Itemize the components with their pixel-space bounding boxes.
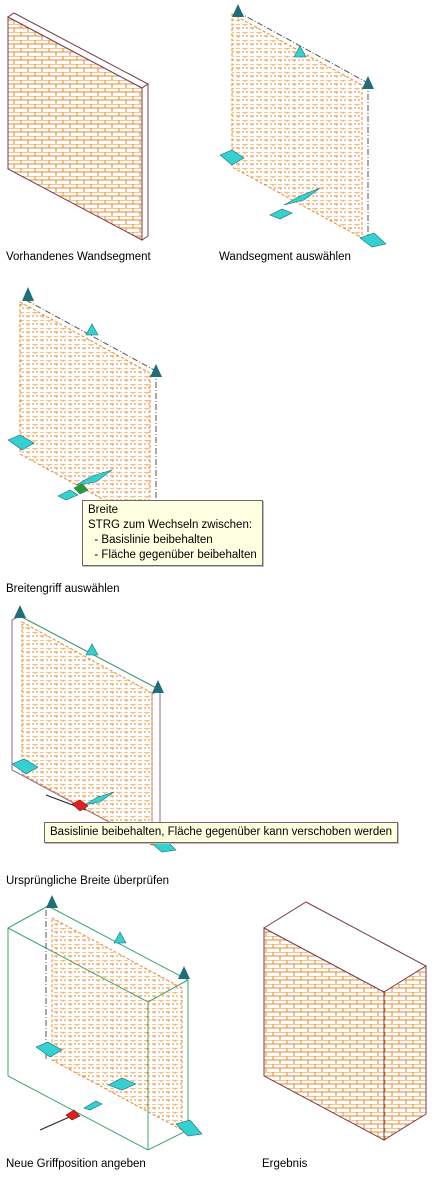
grip-left-arrow-icon[interactable] — [35, 1041, 63, 1058]
baseline-tooltip: Basislinie beibehalten, Fläche gegenüber… — [44, 822, 399, 843]
width-grip-tooltip: Breite STRG zum Wechseln zwischen: - Bas… — [82, 500, 263, 566]
wall-side-face — [141, 83, 149, 241]
grip-end-icon[interactable] — [362, 76, 374, 89]
tooltip-title: Breite — [88, 504, 119, 516]
drag-line — [39, 1114, 75, 1131]
grip-right-arrow-icon[interactable] — [359, 232, 387, 248]
grip-width-arrow-icon[interactable] — [283, 187, 321, 206]
grip-mid-arrow-icon[interactable] — [107, 1077, 137, 1091]
grip-end-icon[interactable] — [150, 364, 162, 377]
grip-width-arrow-icon[interactable] — [83, 791, 115, 806]
panel-result — [262, 901, 428, 1141]
grip-top-mid-icon[interactable] — [85, 643, 99, 656]
panel-verify-width — [11, 605, 177, 853]
tooltip-text: Basislinie beibehalten, Fläche gegenüber… — [50, 826, 393, 838]
hot-width-grip-icon[interactable] — [65, 1109, 81, 1121]
grip-top-mid-icon[interactable] — [293, 45, 307, 58]
caption-new-grip-position: Neue Griffposition angeben — [6, 1158, 146, 1170]
tooltip-line: STRG zum Wechseln zwischen: — [88, 519, 253, 531]
wall-face-dashed — [51, 917, 183, 1131]
hot-width-grip-icon[interactable] — [71, 799, 89, 812]
grip-top-mid-icon[interactable] — [85, 323, 99, 336]
selected-wall-baseline — [237, 11, 369, 84]
grip-left-arrow-icon[interactable] — [7, 434, 35, 451]
caption-select-wall: Wandsegment auswählen — [219, 251, 351, 263]
tooltip-line: - Fläche gegenüber beibehalten — [88, 549, 257, 561]
selected-wall-face — [231, 13, 363, 239]
grip-width-arrow-icon[interactable] — [83, 1100, 103, 1111]
panel-existing-wall — [7, 12, 149, 241]
caption-existing-wall: Vorhandenes Wandsegment — [6, 251, 151, 263]
caption-select-width-grip: Breitengriff auswählen — [6, 583, 120, 595]
grip-start-icon[interactable] — [22, 287, 34, 301]
grip-end-icon[interactable] — [152, 680, 164, 693]
panel-new-grip-position — [7, 895, 203, 1151]
caption-verify-width: Ursprüngliche Breite überprüfen — [6, 875, 170, 887]
wall-baseline — [25, 299, 157, 372]
caption-result: Ergebnis — [262, 1158, 308, 1170]
grip-start-icon[interactable] — [46, 895, 58, 908]
result-side-face — [383, 965, 427, 1141]
grip-start-icon[interactable] — [14, 605, 26, 618]
grip-left-arrow-icon[interactable] — [219, 149, 245, 166]
grip-width-arrow-2-icon[interactable] — [57, 489, 79, 501]
grip-width-arrow-icon[interactable] — [75, 469, 113, 486]
grip-start-icon[interactable] — [232, 4, 244, 17]
grip-right-arrow-icon[interactable] — [175, 1119, 203, 1137]
grip-top-mid-icon[interactable] — [113, 931, 127, 944]
panel-select-width-grip — [7, 287, 162, 526]
grip-end-icon[interactable] — [178, 966, 190, 979]
wall-face-dashed — [21, 621, 153, 846]
grip-width-arrow-2-icon[interactable] — [269, 208, 293, 220]
tooltip-line: - Basislinie beibehalten — [88, 534, 213, 546]
panel-select-wall — [219, 4, 387, 248]
selected-width-grip-icon[interactable] — [73, 483, 89, 495]
grip-left-arrow-icon[interactable] — [11, 758, 39, 775]
